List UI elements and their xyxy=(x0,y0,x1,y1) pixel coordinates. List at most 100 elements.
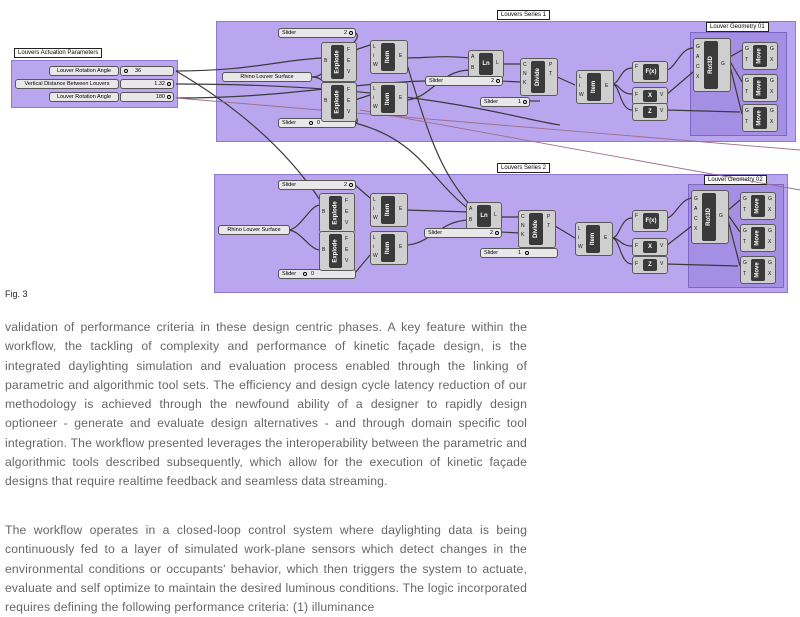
move-component-2c[interactable]: G T Move G X xyxy=(740,256,776,284)
pin-label: L xyxy=(373,86,376,92)
pin-label: i xyxy=(578,235,580,241)
slider-knob-icon[interactable] xyxy=(349,31,353,35)
pin-label: G xyxy=(768,196,772,202)
pin-label: C xyxy=(521,214,525,220)
item-component-1a[interactable]: L i W Item E xyxy=(370,40,408,74)
rotate3d-core: Rot3D xyxy=(702,193,716,241)
slider-knob-icon[interactable] xyxy=(495,231,499,235)
explode-component-1a[interactable]: B Explode F E V xyxy=(321,42,357,82)
slider-knob-icon[interactable] xyxy=(349,183,353,187)
slider-value: 36 xyxy=(135,68,142,74)
slider-value: 1 xyxy=(517,99,521,105)
pin-label: N xyxy=(523,71,527,77)
pin-label: G xyxy=(721,61,725,67)
figure-caption: Fig. 3 xyxy=(5,289,28,299)
move-component-1a[interactable]: G T Move G X xyxy=(742,42,778,70)
slider-knob-icon[interactable] xyxy=(496,79,500,83)
slider-series1-bottom[interactable]: Slider 0 xyxy=(278,118,356,128)
slider-label: Slider xyxy=(282,120,297,126)
pin-label: X xyxy=(770,119,774,125)
rotate3d-component-2[interactable]: G A C X Rot3D G xyxy=(691,190,729,244)
item-component-1b[interactable]: L i W Item E xyxy=(370,82,408,116)
pin-label: G xyxy=(745,46,749,52)
line-component-2[interactable]: A B Ln L xyxy=(466,202,502,230)
pin-label: X xyxy=(768,207,772,213)
item-component-2a[interactable]: L i W Item E xyxy=(370,193,408,227)
slider-label: Slider xyxy=(484,99,499,105)
move-core: Move xyxy=(751,195,765,217)
slider-knob-icon[interactable] xyxy=(525,251,529,255)
move-component-1b[interactable]: G T Move G X xyxy=(742,74,778,102)
rhino-louver-surface-1[interactable]: Rhino Louver Surface xyxy=(222,72,312,82)
explode-component-2b[interactable]: B Explode F E V xyxy=(319,231,355,271)
item-component-1c[interactable]: L i W Item E xyxy=(576,70,614,104)
rotate3d-core: Rot3D xyxy=(704,41,718,89)
move-component-1c[interactable]: G T Move G X xyxy=(742,104,778,132)
slider-rotation-angle-2[interactable]: 180 xyxy=(120,92,174,102)
line-component-1[interactable]: A B Ln L xyxy=(468,50,504,78)
pin-label: T xyxy=(547,223,551,229)
slider-label: Slider xyxy=(484,250,499,256)
pin-label: E xyxy=(399,206,403,212)
slider-knob-icon[interactable] xyxy=(303,272,307,276)
move-core: Move xyxy=(753,107,767,129)
slider-value: 2 xyxy=(343,30,347,36)
slider-value: 1 xyxy=(517,250,521,256)
slider-rotation-angle[interactable]: 36 xyxy=(120,66,174,76)
move-component-2a[interactable]: G T Move G X xyxy=(740,192,776,220)
slider-vertical-distance[interactable]: 1.32 xyxy=(120,79,174,89)
slider-value: 1.32 xyxy=(154,81,165,87)
rotate3d-component-1[interactable]: G A C X Rot3D G xyxy=(693,38,731,92)
slider-knob-icon[interactable] xyxy=(167,95,171,99)
param-rotation-angle-2-label: Louver Rotation Angle xyxy=(49,92,119,102)
slider-knob-icon[interactable] xyxy=(124,69,128,73)
slider-knob-icon[interactable] xyxy=(523,100,527,104)
item-core: Item xyxy=(587,73,601,101)
pin-label: T xyxy=(745,119,749,125)
divide-component-2[interactable]: C N K Divide P T xyxy=(518,210,556,248)
pin-label: L xyxy=(494,212,497,218)
expression-core: F(x) xyxy=(643,213,659,229)
slider-series2-index[interactable]: Slider 1 xyxy=(480,248,558,258)
pin-label: W xyxy=(373,104,378,110)
slider-series2-bottom[interactable]: Slider 0 xyxy=(278,269,356,279)
slider-series1-index[interactable]: Slider 1 xyxy=(480,97,530,107)
explode-component-1b[interactable]: B Explode F E V xyxy=(321,82,357,122)
unit-z-component-2[interactable]: F Z V xyxy=(632,256,668,274)
explode-component-2a[interactable]: B Explode F E V xyxy=(319,193,355,233)
slider-series1-divide-count[interactable]: Slider 2 xyxy=(425,76,503,86)
expression-component-2[interactable]: F F(x) xyxy=(632,210,668,232)
pin-label: B xyxy=(322,247,326,253)
item-component-2b[interactable]: L i W Item E xyxy=(370,231,408,265)
pin-label: X xyxy=(694,226,698,232)
pin-label: T xyxy=(745,57,749,63)
line-core: Ln xyxy=(477,205,491,227)
group-label-geometry-01: Louver Geometry 01 xyxy=(706,22,769,32)
unit-x-component-1[interactable]: F X V xyxy=(632,87,668,105)
param-rotation-angle-label: Louver Rotation Angle xyxy=(49,66,119,76)
rhino-louver-surface-2[interactable]: Rhino Louver Surface xyxy=(218,225,290,235)
pin-label: T xyxy=(549,71,553,77)
unit-z-component-1[interactable]: F Z V xyxy=(632,103,668,121)
explode-core: Explode xyxy=(331,45,344,79)
slider-value: 0 xyxy=(311,271,315,277)
pin-label: V xyxy=(345,258,349,264)
divide-core: Divide xyxy=(529,213,543,245)
pin-label: F xyxy=(347,87,351,93)
slider-series2-divide-count[interactable]: Slider 2 xyxy=(424,228,502,238)
item-component-2c[interactable]: L i W Item E xyxy=(575,222,613,256)
pin-label: E xyxy=(345,247,349,253)
move-core: Move xyxy=(751,227,765,249)
slider-series2-top[interactable]: Slider 2 xyxy=(278,180,356,190)
pin-label: X xyxy=(770,57,774,63)
slider-label: Slider xyxy=(282,182,297,188)
pin-label: A xyxy=(696,54,700,60)
slider-knob-icon[interactable] xyxy=(309,121,313,125)
wire-connections xyxy=(175,32,800,274)
unit-x-component-2[interactable]: F X V xyxy=(632,238,668,256)
move-component-2b[interactable]: G T Move G X xyxy=(740,224,776,252)
slider-knob-icon[interactable] xyxy=(167,82,171,86)
expression-component-1[interactable]: F F(x) xyxy=(632,61,668,83)
divide-component-1[interactable]: C N K Divide P T xyxy=(520,58,558,96)
slider-series1-top[interactable]: Slider 2 xyxy=(278,28,356,38)
